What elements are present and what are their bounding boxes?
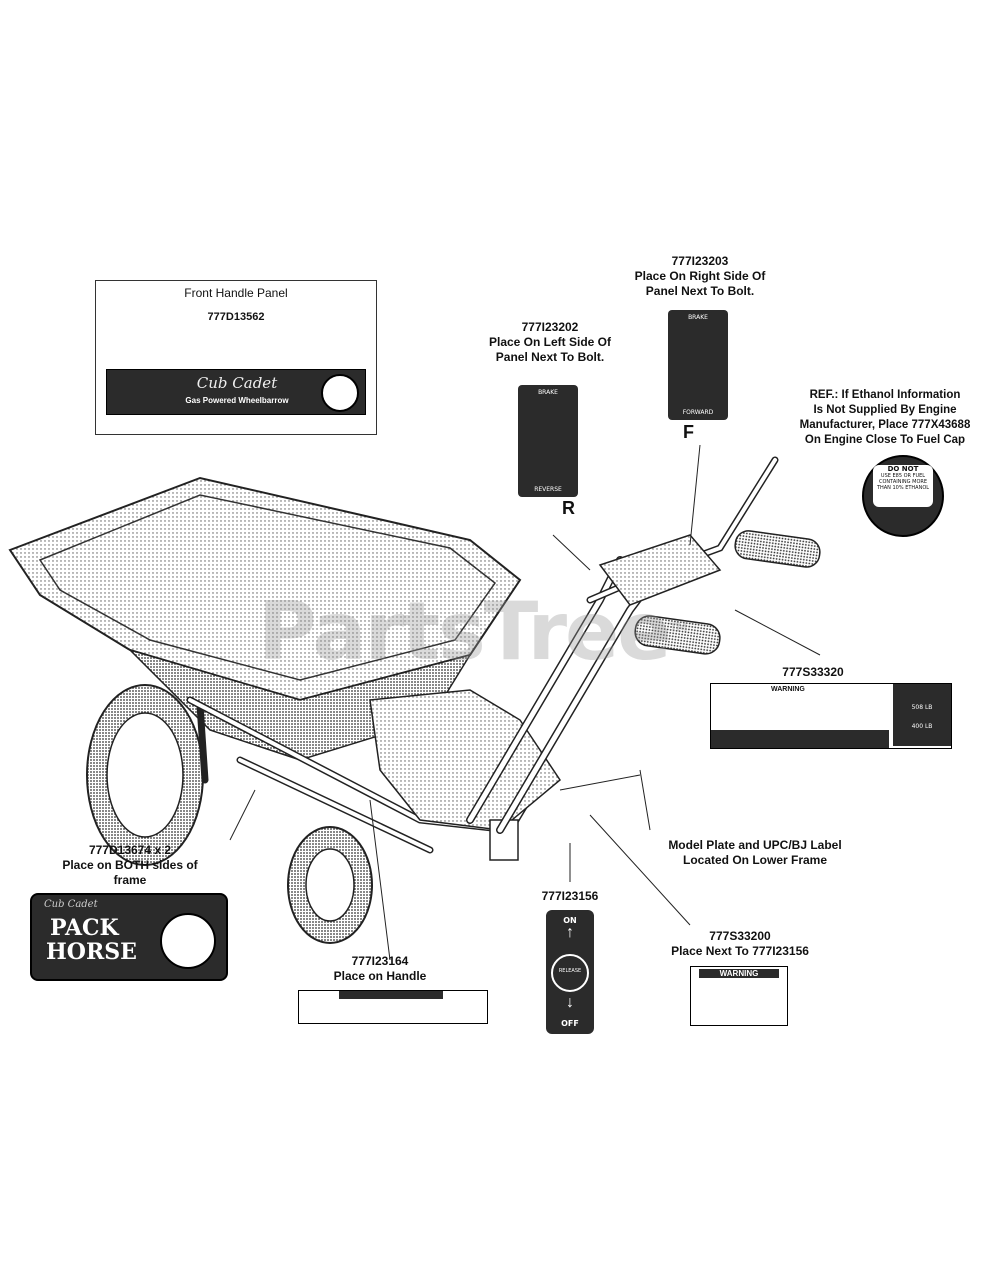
callout-text: Place On Left Side Of [488, 335, 612, 349]
reverse-letter: R [562, 498, 575, 518]
control-panel [598, 534, 722, 606]
switch-off-label: OFF [561, 1019, 579, 1028]
part-number: 777D13674 x 2 [88, 843, 172, 857]
panel-decal: Cub Cadet Gas Powered Wheelbarrow [106, 369, 366, 415]
callout-frame: 777D13674 x 2 Place on BOTH sides of fra… [40, 843, 220, 888]
part-number: 777S33200 [709, 929, 771, 943]
callout-left-side: 777I23202 Place On Left Side Of Panel Ne… [455, 320, 645, 365]
callout-text: Place on BOTH sides of [62, 858, 198, 872]
ethanol-line: DO NOT [887, 465, 919, 473]
callout-right-side: 777I23203 Place On Right Side Of Panel N… [605, 254, 795, 299]
warning-small-decal: WARNING [690, 966, 788, 1026]
callout-text: frame [113, 873, 147, 887]
part-number: 777I23156 [541, 889, 599, 903]
callout-text: Located On Lower Frame [682, 853, 828, 867]
horse-logo-icon [160, 913, 216, 969]
arrow-up-icon: ↑ [566, 924, 574, 941]
callout-text: On Engine Close To Fuel Cap [804, 434, 966, 446]
panel-part-number: 777D13562 [207, 311, 265, 323]
callout-text: Place Next To 777I23156 [671, 944, 809, 958]
watermark: PartsTreeTM [258, 585, 688, 678]
horse-logo-icon [321, 374, 359, 412]
decal-bottom-label: FORWARD [682, 409, 714, 416]
ethanol-line: THAN 10% ETHANOL [876, 485, 930, 491]
leader-lines [229, 444, 821, 961]
part-number: 777I23202 [521, 320, 579, 334]
decal-bottom-label: REVERSE [534, 486, 562, 493]
callout-text: Manufacturer, Place 777X43688 [799, 419, 971, 431]
pack-horse-line: PACK [50, 915, 119, 941]
pack-horse-brand: Cub Cadet [44, 899, 98, 910]
ethanol-line: CONTAINING MORE [878, 479, 928, 485]
callout-text: Panel Next To Bolt. [495, 350, 605, 364]
pack-horse-line: HORSE [46, 939, 137, 965]
ethanol-line: USE E85 OR FUEL [880, 473, 926, 479]
callout-text: Place On Right Side Of [634, 269, 766, 283]
panel-subtitle: Gas Powered Wheelbarrow [185, 396, 289, 405]
part-number: 777I23203 [671, 254, 729, 268]
arrow-down-icon: ↓ [566, 994, 574, 1011]
decal-top-label: BRAKE [688, 314, 708, 321]
callout-text: Model Plate and UPC/BJ Label [668, 838, 842, 852]
ethanol-decal: DO NOT USE E85 OR FUEL CONTAINING MORE T… [862, 455, 944, 537]
callout-text: Panel Next To Bolt. [645, 284, 755, 298]
callout-model-plate: Model Plate and UPC/BJ Label Located On … [650, 838, 860, 868]
decal-title: WARNING [771, 686, 805, 693]
handle-decal [298, 990, 488, 1024]
switch-decal: ON ↑ RELEASE ↓ OFF [546, 910, 594, 1034]
brake-reverse-decal: BRAKE REVERSE [518, 385, 578, 497]
part-number: 777I23164 [351, 954, 409, 968]
capacity-value: 400 LB [911, 723, 933, 730]
callout-text: Place on Handle [333, 969, 427, 983]
engine [369, 689, 561, 831]
callout-switch: 777I23156 [525, 889, 615, 904]
panel-brand: Cub Cadet [196, 374, 278, 392]
front-handle-panel-box: Front Handle Panel 777D13562 Cub Cadet G… [95, 280, 377, 435]
brake-forward-decal: BRAKE FORWARD [668, 310, 728, 420]
decal-title: WARNING [699, 969, 779, 978]
part-number: 777S33320 [782, 665, 844, 679]
switch-center-label: RELEASE [558, 968, 582, 974]
callout-next-to: 777S33200 Place Next To 777I23156 [660, 929, 820, 959]
callout-warning-label: 777S33320 [768, 665, 858, 680]
callout-ethanol: REF.: If Ethanol Information Is Not Supp… [780, 388, 989, 448]
decal-top-label: BRAKE [538, 389, 558, 396]
callout-text: Is Not Supplied By Engine [813, 404, 957, 416]
tub-inner [38, 494, 497, 681]
release-ring: RELEASE [551, 954, 589, 992]
warning-wide-decal: WARNING 508 LB 400 LB [710, 683, 952, 749]
panel-title: Front Handle Panel [184, 286, 288, 300]
forward-letter: F [683, 422, 694, 442]
pack-horse-decal: Cub Cadet PACK HORSE [30, 893, 228, 981]
callout-text: REF.: If Ethanol Information [809, 389, 961, 401]
capacity-value: 508 LB [911, 704, 933, 711]
callout-handle: 777I23164 Place on Handle [315, 954, 445, 984]
switch-on-label: ON [563, 916, 577, 925]
